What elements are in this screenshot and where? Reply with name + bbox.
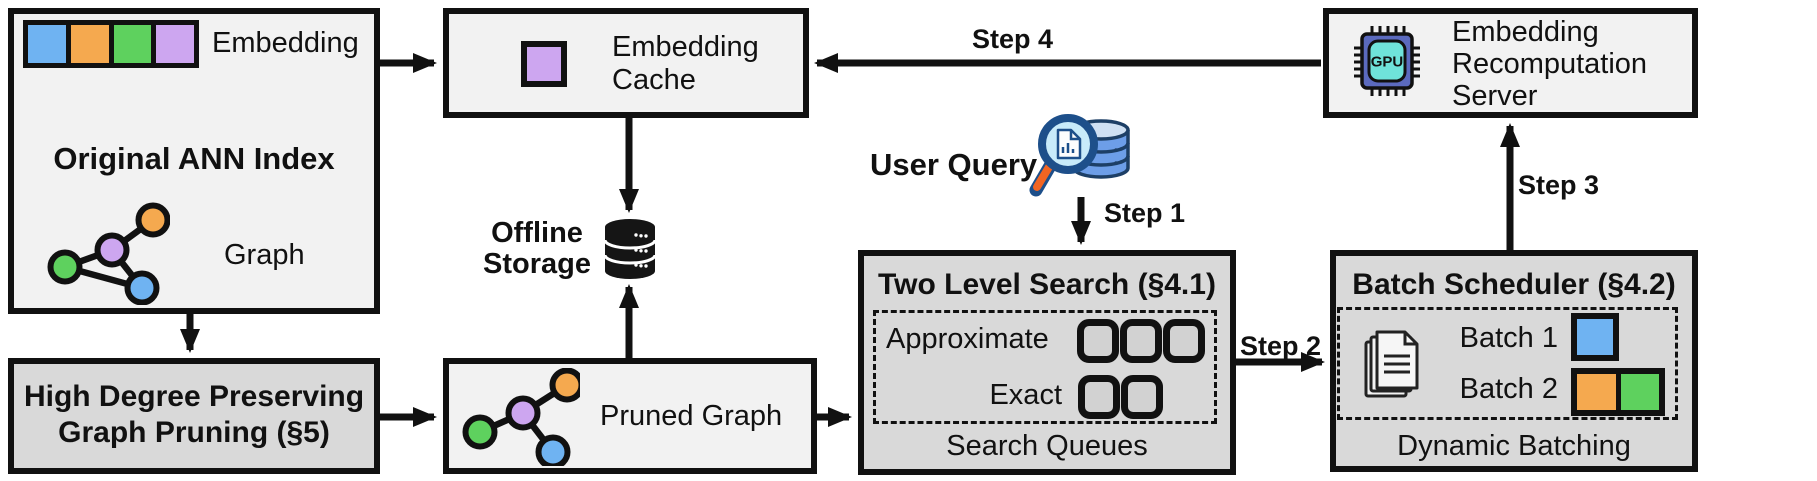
recomputation-server-label: Embedding Recomputation Server <box>1452 16 1647 112</box>
step4-label: Step 4 <box>972 24 1054 54</box>
recomputation-server-line1: Embedding <box>1452 16 1599 48</box>
graph-label: Graph <box>224 239 305 271</box>
embedding-cell-purple <box>156 25 194 63</box>
offline-storage-label: Offline Storage <box>477 218 597 280</box>
exact-label: Exact <box>989 379 1062 411</box>
database-icon <box>603 219 657 279</box>
pruned-graph-label: Pruned Graph <box>600 400 783 432</box>
dynamic-batching-caption: Dynamic Batching <box>1397 430 1631 462</box>
queue-slot <box>1121 375 1163 419</box>
batch2-swatches <box>1571 368 1665 416</box>
embedding-vector <box>23 20 199 68</box>
search-queues-caption: Search Queues <box>946 430 1148 462</box>
high-degree-line2: Graph Pruning (§5) <box>58 416 330 449</box>
pruned-graph-box <box>443 358 817 474</box>
step3-label: Step 3 <box>1518 170 1600 200</box>
approximate-queue <box>1077 319 1205 363</box>
dynamic-batching-panel <box>1337 307 1678 420</box>
embedding-cell-orange <box>70 25 109 63</box>
queue-slot <box>1077 319 1119 363</box>
approximate-label: Approximate <box>886 323 1049 355</box>
exact-queue <box>1078 375 1163 419</box>
recomputation-server-line2: Recomputation <box>1452 48 1648 80</box>
recomputation-server-line3: Server <box>1452 80 1538 112</box>
queue-slot <box>1163 319 1205 363</box>
query-search-icon <box>1029 114 1130 197</box>
batch-scheduler-title: Batch Scheduler (§4.2) <box>1352 268 1676 301</box>
high-degree-pruning-title: High Degree Preserving Graph Pruning (§5… <box>8 379 380 451</box>
embedding-label: Embedding <box>212 27 359 59</box>
gpu-icon-label: GPU <box>1371 54 1404 71</box>
embedding-cell-blue <box>28 25 66 63</box>
ann-index-title: Original ANN Index <box>53 141 335 176</box>
high-degree-pruning-box <box>8 358 380 474</box>
embedding-cache-label: Embedding Cache <box>612 31 759 97</box>
queue-slot <box>1078 375 1120 419</box>
step2-label: Step 2 <box>1240 331 1322 361</box>
embedding-cache-line2: Cache <box>612 64 696 96</box>
batch2-swatch-orange <box>1577 374 1616 410</box>
two-level-search-title: Two Level Search (§4.1) <box>878 268 1216 301</box>
offline-storage-line2: Storage <box>483 248 591 280</box>
embedding-cache-line1: Embedding <box>612 31 759 63</box>
embedding-cache-box <box>443 8 809 118</box>
pruned-graph-icon <box>462 368 580 466</box>
batch1-swatch <box>1571 313 1619 361</box>
user-query-label: User Query <box>870 147 1038 182</box>
search-queues-panel <box>873 310 1217 424</box>
queue-slot <box>1120 319 1162 363</box>
batch-scheduler-box <box>1330 250 1698 472</box>
step1-label: Step 1 <box>1104 198 1186 228</box>
offline-storage-line1: Offline <box>491 217 583 249</box>
embedding-cell-green <box>113 25 152 63</box>
cached-embedding-swatch <box>521 41 567 87</box>
batch2-swatch-green <box>1615 374 1659 410</box>
batch1-label: Batch 1 <box>1459 322 1558 354</box>
high-degree-line1: High Degree Preserving <box>23 380 365 413</box>
batch2-label: Batch 2 <box>1459 373 1558 405</box>
gpu-icon: GPU <box>1354 26 1420 96</box>
graph-icon <box>47 202 170 305</box>
documents-icon <box>1364 330 1419 398</box>
